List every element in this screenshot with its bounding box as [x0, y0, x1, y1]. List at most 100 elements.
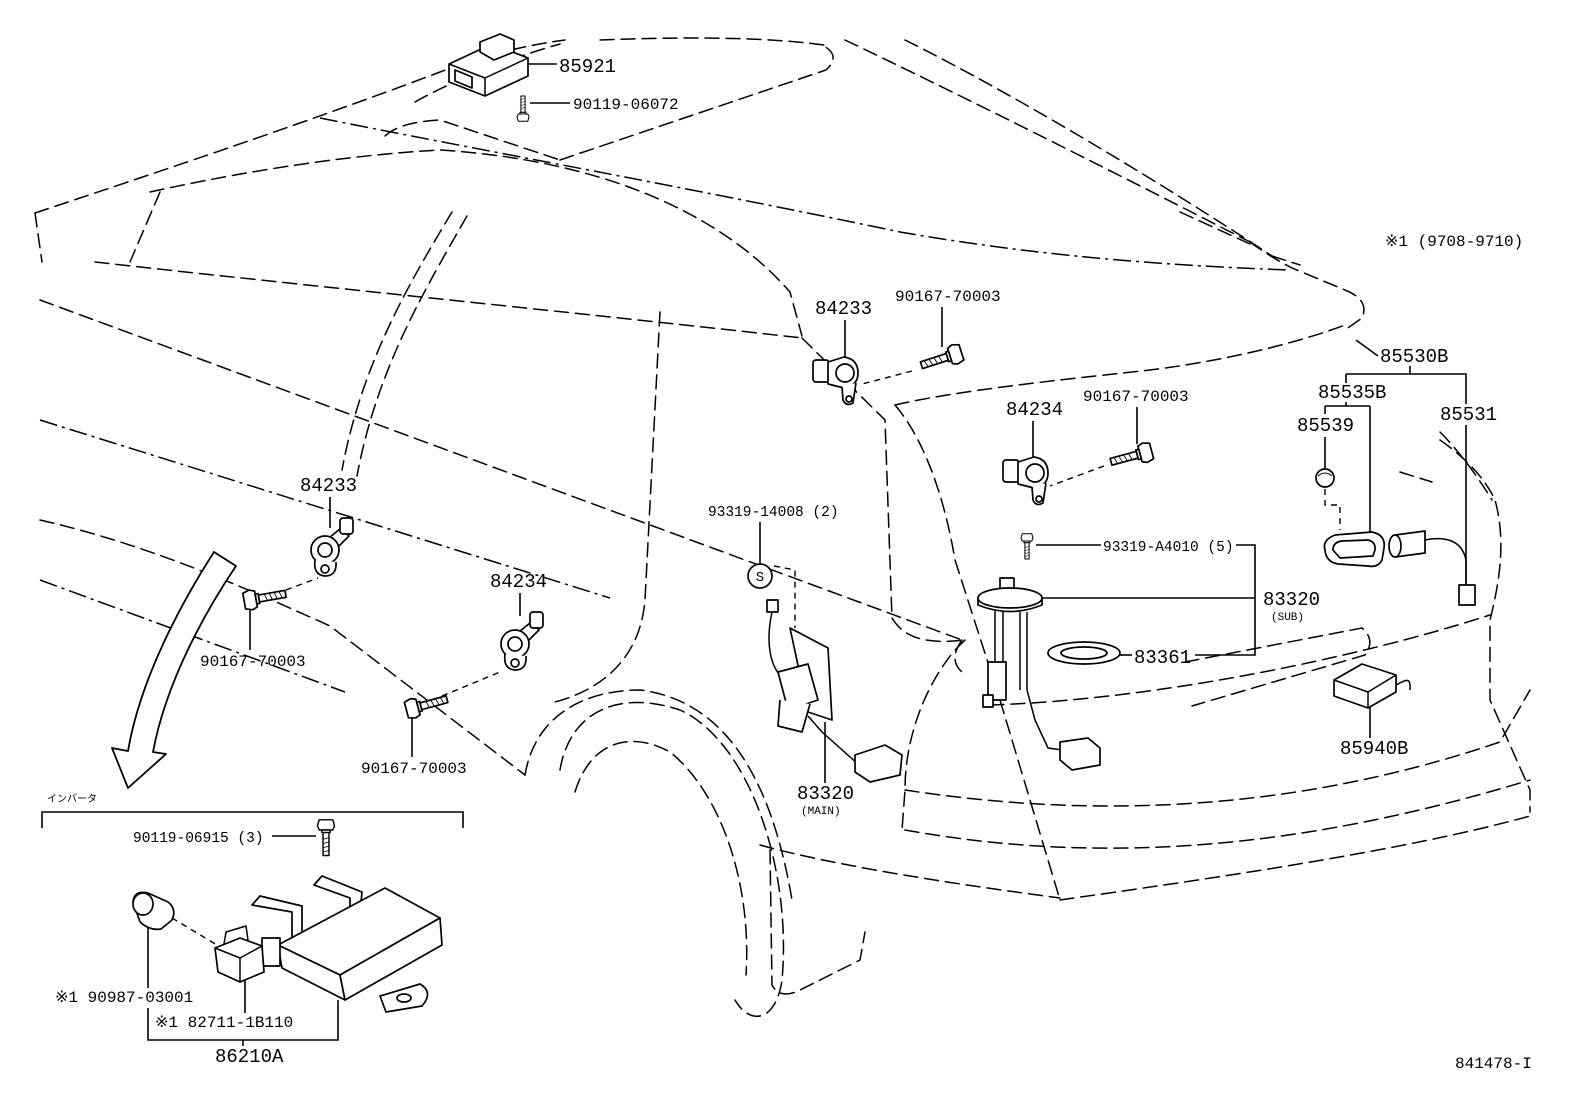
float-arm — [807, 715, 859, 765]
vehicle-outline — [34, 37, 1531, 1018]
bolt-90119-06072 — [516, 95, 530, 122]
callout-85530B: 85530B — [1380, 346, 1448, 368]
callout-93319-A4010: 93319-A4010 (5) — [1103, 540, 1234, 556]
sub-pump-flange — [977, 587, 1043, 609]
side-window-bottom — [94, 261, 803, 339]
tire-outer — [559, 701, 785, 1018]
rear-bumper-top — [904, 689, 1531, 807]
sub-pump-tube — [994, 610, 1028, 690]
rear-hatch-left — [894, 404, 1061, 901]
relay-edges — [448, 57, 529, 96]
leader-85530B — [1345, 339, 1467, 404]
link-bolt-to-sensor-left — [285, 577, 319, 591]
side-window-top — [149, 149, 803, 337]
assembly-links — [171, 370, 1341, 949]
callout-84233-top: 84233 — [815, 298, 872, 320]
module-85940B — [1333, 663, 1411, 709]
license-recess — [1184, 627, 1371, 707]
pump-connector — [766, 599, 779, 613]
bulb-filament — [1317, 472, 1333, 477]
bolt-90167-70003-bottom — [402, 688, 451, 721]
callout-90987-03001: ※1 90987-03001 — [55, 989, 193, 1007]
sensor-84234-right — [1002, 456, 1049, 506]
socket-opening — [1332, 539, 1376, 559]
a-pillar — [34, 191, 161, 263]
callout-90167-70003-bottom: 90167-70003 — [361, 760, 467, 778]
leader-lines — [147, 63, 1467, 1046]
callout-90119-06072: 90119-06072 — [573, 96, 679, 114]
lamp-cord — [1424, 537, 1467, 585]
body-side-line — [39, 419, 611, 599]
rear-bumper-middle — [904, 779, 1531, 849]
callout-86210A: 86210A — [215, 1046, 284, 1068]
sub-float — [1059, 737, 1101, 771]
callout-90167-70003-left: 90167-70003 — [200, 653, 306, 671]
rear-spoiler — [1179, 211, 1365, 331]
rear-door-edge — [554, 311, 661, 703]
sub-float-arm — [1026, 689, 1063, 751]
sub-pump-foot — [982, 694, 994, 708]
tire-inner — [574, 740, 748, 976]
lamp-connector — [1458, 584, 1476, 606]
link-bulb-to-socket — [1324, 489, 1341, 530]
rear-bumper-bottom — [1059, 815, 1531, 901]
beltline — [39, 299, 963, 641]
module-wire — [1395, 679, 1411, 691]
wheel-arch — [524, 689, 793, 901]
callout-90119-06915: 90119-06915 (3) — [133, 831, 264, 847]
c-pillar — [801, 337, 966, 643]
callout-83320-sub-note: (SUB) — [1271, 612, 1304, 624]
callout-90167-70003-top: 90167-70003 — [895, 288, 1001, 306]
socket-90987-03001 — [132, 891, 175, 931]
screw-93319-A4010 — [1020, 533, 1034, 560]
inverter-bracket-left — [251, 895, 303, 941]
link-bolt-to-sensor-top — [861, 370, 913, 385]
connector-edges — [214, 925, 263, 982]
pump-base — [777, 699, 811, 733]
service-mark-circle — [747, 563, 773, 589]
connector-82711-1B110 — [214, 925, 265, 983]
inset-title: インバータ — [47, 793, 97, 805]
rear-quarter-panel — [901, 639, 966, 831]
bolt-90167-70003-top — [917, 341, 966, 376]
callout-85539: 85539 — [1297, 415, 1354, 437]
socket-90987-face — [132, 892, 154, 916]
inverter-connector-port — [261, 937, 281, 967]
callout-93319-14008: 93319-14008 (2) — [708, 505, 839, 521]
sensor-84234-left — [500, 611, 544, 671]
bolt-90119-06915 — [316, 819, 336, 857]
inverter-flange-hole — [396, 993, 412, 1003]
inset-pointer-arrow — [111, 551, 237, 789]
callout-85921: 85921 — [559, 56, 616, 78]
callout-labels: 85921 90119-06072 84233 90167-70003 8423… — [55, 56, 1532, 1073]
leader-85535B — [1324, 402, 1371, 534]
reference-number: 841478-I — [1455, 1055, 1532, 1073]
relay-85921 — [448, 33, 529, 97]
inverter-side-face — [339, 917, 443, 1001]
pump-body — [777, 663, 819, 711]
link-s-to-bracket — [773, 565, 796, 628]
inset-inverter: インバータ — [41, 793, 464, 1013]
bulb-85539 — [1315, 468, 1335, 488]
roof-right-edge — [844, 39, 1251, 243]
applicability-note: ※1 (9708-9710) — [1385, 233, 1523, 251]
bulb-globe — [1315, 468, 1335, 488]
callout-84234-right: 84234 — [1006, 399, 1063, 421]
roof-side-line — [319, 117, 1291, 271]
rear-hatch-top — [894, 324, 1346, 406]
b-pillar — [341, 211, 468, 477]
service-mark: S — [747, 563, 773, 589]
sub-pump-module — [987, 661, 1007, 701]
callout-84234-left: 84234 — [490, 571, 547, 593]
gasket-inner — [1060, 646, 1108, 660]
link-bolt-to-sensor-bottom — [441, 671, 501, 697]
inset-frame — [41, 811, 464, 828]
tail-lamp-edge — [954, 431, 1493, 673]
roof-outer-edge — [34, 39, 566, 214]
socket-85535B — [1323, 531, 1386, 568]
leader-86210A-bracket — [147, 1000, 339, 1046]
fender-lower — [759, 844, 1061, 899]
roof-right-inner — [904, 39, 1273, 257]
bolt-90167-70003-right — [1107, 440, 1156, 473]
link-bolt-to-sensor-right — [1049, 465, 1105, 487]
